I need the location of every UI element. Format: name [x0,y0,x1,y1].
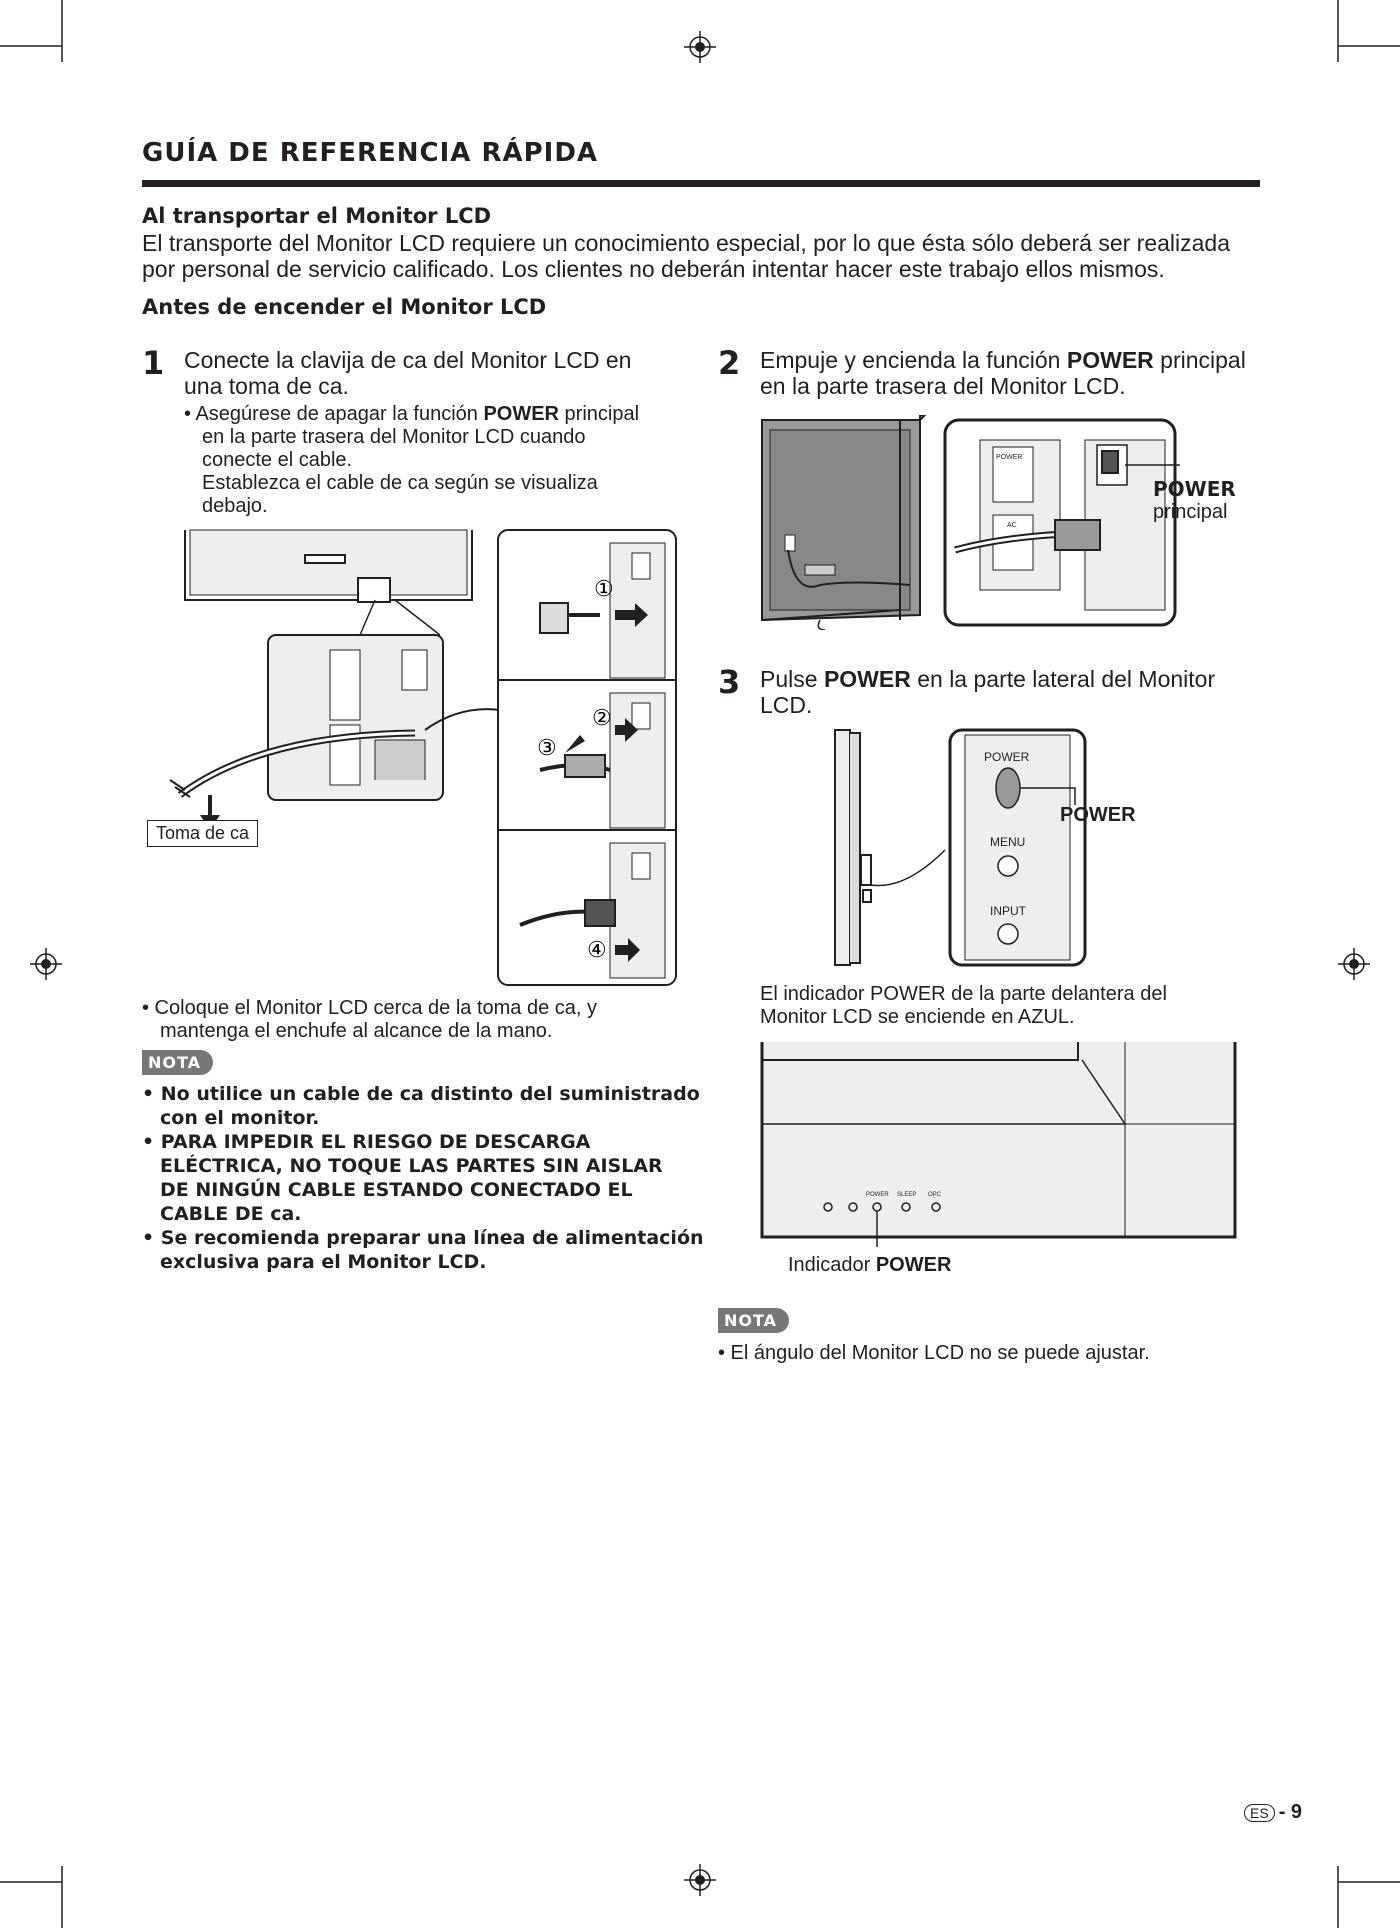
indicator-power-label: Indicador POWER [788,1254,951,1277]
step-2-line-2: en la parte trasera del Monitor LCD. [760,373,1126,399]
step-3-number: 3 [718,663,741,701]
front-label-opc: OPC [928,1192,942,1198]
page-number: - 9 [1278,1801,1303,1823]
text-bold: POWER [823,666,911,692]
before-heading: Antes de encender el Monitor LCD [142,295,547,319]
nota-left-item-1: • No utilice un cable de ca distinto del… [142,1082,704,1274]
nota-line: No utilice un cable de ca distinto del s… [160,1083,700,1105]
step-1-bullet-line-1: • Coloque el Monitor LCD cerca de la tom… [142,997,597,1019]
step-1-sub-line-4: Establezca el cable de ca según se visua… [202,472,598,494]
step-2-number: 2 [718,344,741,382]
callout-1: ① [594,576,614,601]
nota-badge-left: NOTA [142,1050,214,1075]
bullet: • [142,1131,161,1153]
registration-mark-left [30,948,62,980]
step-1-sub-line-3: conecte el cable. [202,449,353,471]
power-principal-sub: principal [1153,501,1228,523]
registration-mark-bottom [684,1864,716,1896]
front-label-sleep: SLEEP [897,1192,916,1198]
indicator-line-2: Monitor LCD se enciende en AZUL. [760,1006,1075,1028]
power-principal-label: POWER [1153,477,1236,501]
front-panel-illustration: POWER SLEEP OPC [760,1042,1237,1247]
callout-2: ② [592,705,612,730]
step-3-line-2: LCD. [760,692,813,718]
nota-line: con el monitor. [160,1107,320,1129]
nota-line: ELÉCTRICA, NO TOQUE LAS PARTES SIN AISLA… [160,1155,663,1177]
text-bold: POWER [1066,347,1154,373]
btn-menu-label: MENU [990,835,1025,849]
ac-label: AC [1007,522,1017,529]
nota-line: CABLE DE ca. [160,1203,302,1225]
nota-line: Se recomienda preparar una línea de alim… [160,1227,704,1249]
text: Pulse [760,666,824,692]
step-1-number: 1 [142,344,165,382]
callout-4: ④ [587,937,607,962]
btn-input-label: INPUT [990,904,1027,918]
page-footer: ES - 9 [1244,1801,1302,1824]
title-rule [142,180,1260,187]
registration-mark-top [684,31,716,63]
step-1-illustration: ① ② ③ ④ [169,529,677,986]
switch-label: POWER [996,454,1022,461]
bullet: • [142,1083,161,1105]
nota-line: exclusiva para el Monitor LCD. [160,1251,487,1273]
step-3-line-1: Pulse POWER en la parte lateral del Moni… [760,666,1215,692]
step-1-sub-line-2: en la parte trasera del Monitor LCD cuan… [202,426,586,448]
front-label-power: POWER [866,1192,889,1198]
sub-suffix: principal [559,403,640,425]
registration-mark-right [1338,948,1370,980]
transport-line-1: El transporte del Monitor LCD requiere u… [142,230,1230,256]
text: Empuje y encienda la función [760,347,1067,373]
text: Indicador [788,1254,876,1276]
page-title: GUÍA DE REFERENCIA RÁPIDA [142,138,599,168]
transport-line-2: por personal de servicio calificado. Los… [142,256,1165,282]
nota-right-item: • El ángulo del Monitor LCD no se puede … [718,1342,1150,1364]
btn-power-label: POWER [984,750,1030,764]
text-bold: POWER [875,1254,952,1276]
language-badge: ES [1244,1803,1275,1822]
step-1-sub-line-1: • Asegúrese de apagar la función POWER p… [184,403,639,426]
callout-3: ③ [537,735,557,760]
step-2-line-1: Empuje y encienda la función POWER princ… [760,347,1246,373]
step-1-line-1: Conecte la clavija de ca del Monitor LCD… [184,347,632,373]
sub-bold: POWER [483,403,559,425]
text: en la parte lateral del Monitor [910,666,1216,692]
nota-line: PARA IMPEDIR EL RIESGO DE DESCARGA [160,1131,591,1153]
indicator-line-1: El indicador POWER de la parte delantera… [760,983,1167,1005]
sub-prefix: • Asegúrese de apagar la función [184,403,484,425]
step-1-sub-line-5: debajo. [202,495,268,517]
power-callout: POWER [1060,804,1136,826]
nota-line: DE NINGÚN CABLE ESTANDO CONECTADO EL [160,1179,633,1201]
step-1-bullet-line-2: mantenga el enchufe al alcance de la man… [160,1020,553,1042]
step-3-illustration: POWER MENU INPUT [834,728,1087,967]
text: principal [1153,347,1246,373]
step-1-line-2: una toma de ca. [184,373,349,399]
outlet-label: Toma de ca [147,820,259,847]
step-2-illustration: POWER AC [761,415,1180,630]
bullet: • [142,1227,161,1249]
nota-badge-right: NOTA [718,1308,790,1333]
transport-heading: Al transportar el Monitor LCD [142,204,492,228]
